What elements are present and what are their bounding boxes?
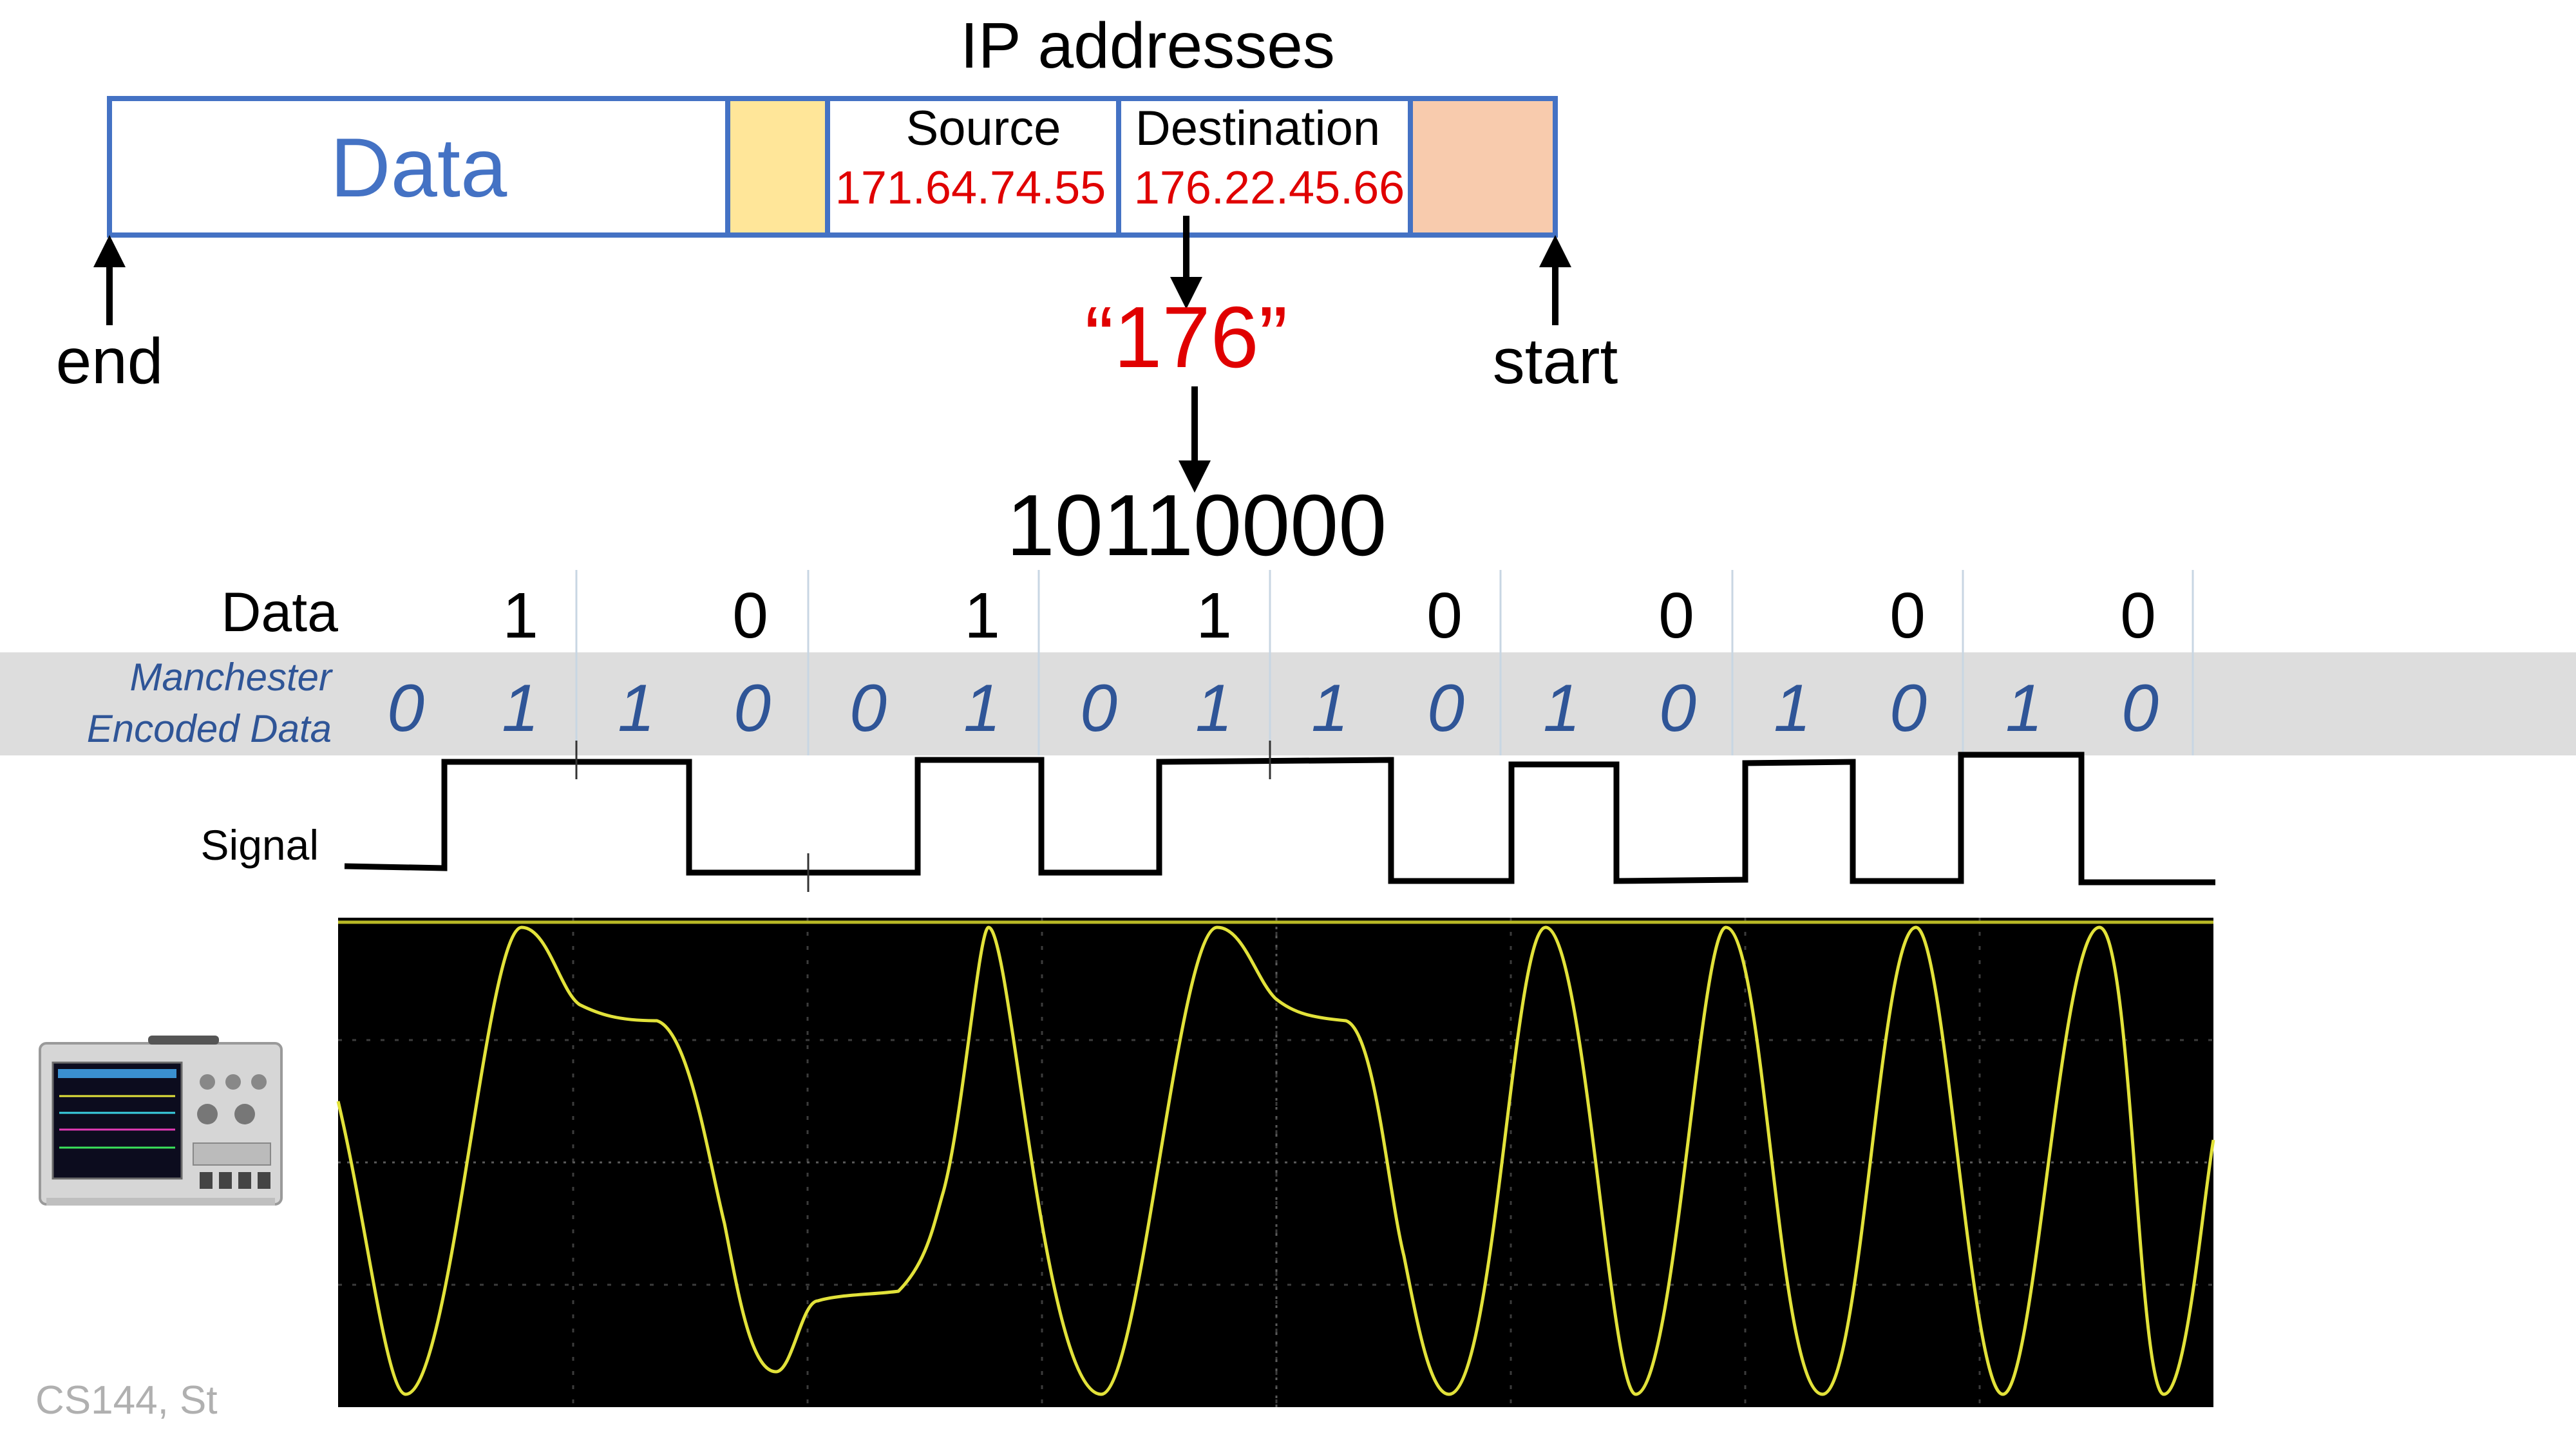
manchester-bit: 1 (618, 671, 655, 746)
signal-row: Signal (201, 741, 2215, 892)
manchester-bit: 1 (1543, 671, 1580, 746)
manchester-bit: 1 (963, 671, 1001, 746)
destination-field (1116, 96, 1413, 238)
data-bit: 0 (732, 580, 768, 652)
start-label: start (1493, 325, 1618, 397)
manchester-bit: 0 (734, 671, 771, 746)
source-label: Source (906, 101, 1061, 156)
manchester-bit: 1 (1774, 671, 1811, 746)
data-field-label: Data (330, 120, 507, 214)
data-field (107, 96, 730, 238)
manchester-band (0, 652, 2576, 755)
encoding-table: Data 1 0 1 1 0 0 0 0 Manchester Encoded … (0, 570, 2576, 755)
manchester-bit: 0 (1427, 671, 1464, 746)
scope-capture (336, 918, 2215, 1407)
footer-text: CS144, St (35, 1378, 218, 1423)
manchester-bit: 1 (1195, 671, 1233, 746)
manchester-bit: 0 (849, 671, 887, 746)
data-row-label: Data (221, 582, 338, 643)
orange-field (1408, 96, 1558, 238)
end-label: end (56, 325, 164, 397)
destination-ip: 176.22.45.66 (1134, 162, 1405, 214)
data-bit: 1 (964, 580, 1000, 652)
data-bit: 1 (502, 580, 538, 652)
data-bits-row: 1 0 1 1 0 0 0 0 (502, 580, 2156, 652)
manchester-bit: 0 (1659, 671, 1696, 746)
data-bit: 0 (1658, 580, 1694, 652)
yellow-field (725, 96, 830, 238)
signal-tick-marks (575, 741, 1271, 892)
bit-column-separators (575, 570, 2194, 755)
manchester-label-line1: Manchester (130, 656, 333, 699)
octet-value: “176” (1084, 289, 1287, 386)
manchester-bit: 1 (1311, 671, 1349, 746)
destination-label: Destination (1135, 101, 1380, 156)
data-bit: 0 (2120, 580, 2156, 652)
packet-heading: IP addresses (960, 10, 1335, 82)
manchester-bit: 0 (2121, 671, 2159, 746)
data-bit: 0 (1889, 580, 1926, 652)
binary-value: 10110000 (1007, 477, 1387, 574)
signal-label: Signal (201, 821, 319, 869)
signal-waveform (344, 752, 2215, 886)
manchester-bit: 0 (1889, 671, 1927, 746)
oscilloscope-icon (39, 1036, 283, 1206)
manchester-label-line2: Encoded Data (87, 707, 332, 750)
packet-diagram: IP addresses Data Source 171.64.74.55 De… (56, 10, 1618, 574)
manchester-bit: 1 (502, 671, 539, 746)
manchester-bits-row: 0 1 1 0 0 1 0 1 1 0 1 0 1 0 1 0 (387, 671, 2159, 746)
scope-trace (336, 925, 2215, 1396)
data-bit: 0 (1426, 580, 1463, 652)
data-bit: 1 (1196, 580, 1232, 652)
manchester-bit: 0 (1080, 671, 1117, 746)
manchester-bit: 0 (387, 671, 424, 746)
source-ip: 171.64.74.55 (835, 162, 1106, 214)
manchester-bit: 1 (2005, 671, 2043, 746)
source-field (825, 96, 1121, 238)
